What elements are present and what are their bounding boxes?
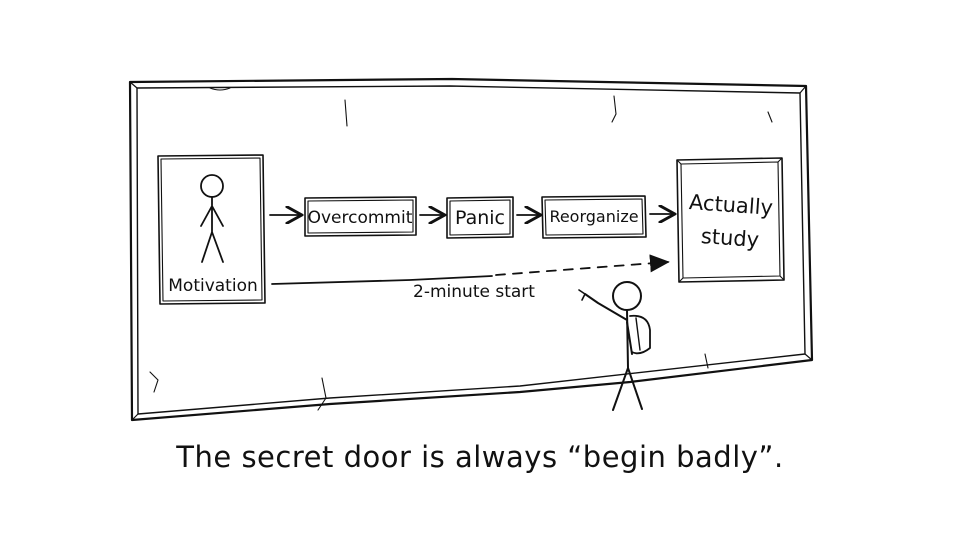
goal-label-line1: Actually	[688, 190, 774, 220]
step-box-panic: Panic	[446, 196, 514, 239]
step-label-overcommit: Overcommit	[308, 208, 413, 228]
goal-box: Actually study	[676, 157, 785, 283]
step-box-overcommit: Overcommit	[304, 196, 417, 237]
motivation-box: Motivation	[157, 154, 266, 305]
shortcut-path: 2-minute start	[271, 254, 670, 302]
shortcut-label: 2-minute start	[413, 282, 535, 302]
comic-caption: The secret door is always “begin badly”.	[176, 440, 784, 474]
motivation-label: Motivation	[168, 276, 258, 296]
step-label-reorganize: Reorganize	[549, 207, 638, 226]
wall	[128, 77, 814, 422]
step-label-panic: Panic	[455, 207, 505, 229]
backpack	[629, 314, 651, 355]
stick-figure-small	[200, 174, 224, 263]
step-box-reorganize: Reorganize	[541, 195, 647, 239]
stick-figure-pointing	[578, 281, 651, 411]
goal-label-line2: study	[700, 224, 760, 252]
